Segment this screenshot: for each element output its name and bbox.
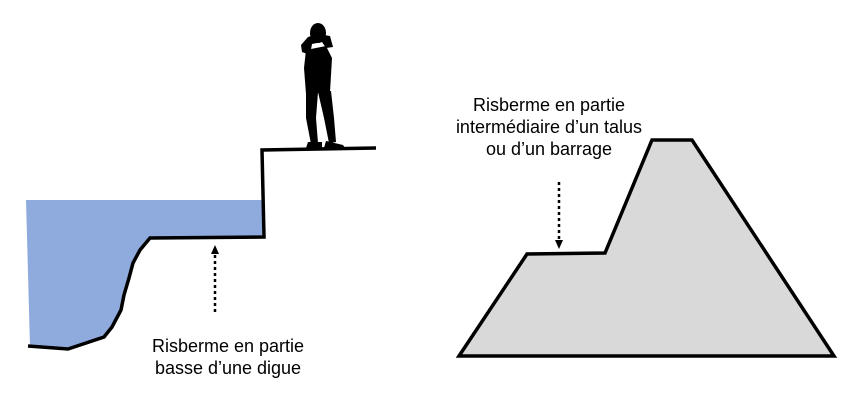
right-caption-line-2: intermédiaire d’un talus	[455, 117, 643, 137]
embankment-section	[455, 138, 838, 358]
right-berm-caption: Risberme en partie intermédiaire d’un ta…	[424, 94, 674, 160]
water-area	[26, 200, 262, 348]
right-caption-line-3: ou d’un barrage	[485, 139, 613, 159]
right-berm-arrow	[555, 182, 563, 249]
levee-profile-line	[27, 146, 377, 351]
left-berm-caption: Risberme en partie basse d’une digue	[133, 335, 323, 379]
person-silhouette-icon	[301, 23, 345, 148]
left-berm-arrow	[211, 245, 219, 312]
left-caption-line-2: basse d’une digue	[154, 358, 302, 378]
left-caption-line-1: Risberme en partie	[151, 336, 305, 356]
right-caption-line-1: Risberme en partie	[472, 95, 626, 115]
